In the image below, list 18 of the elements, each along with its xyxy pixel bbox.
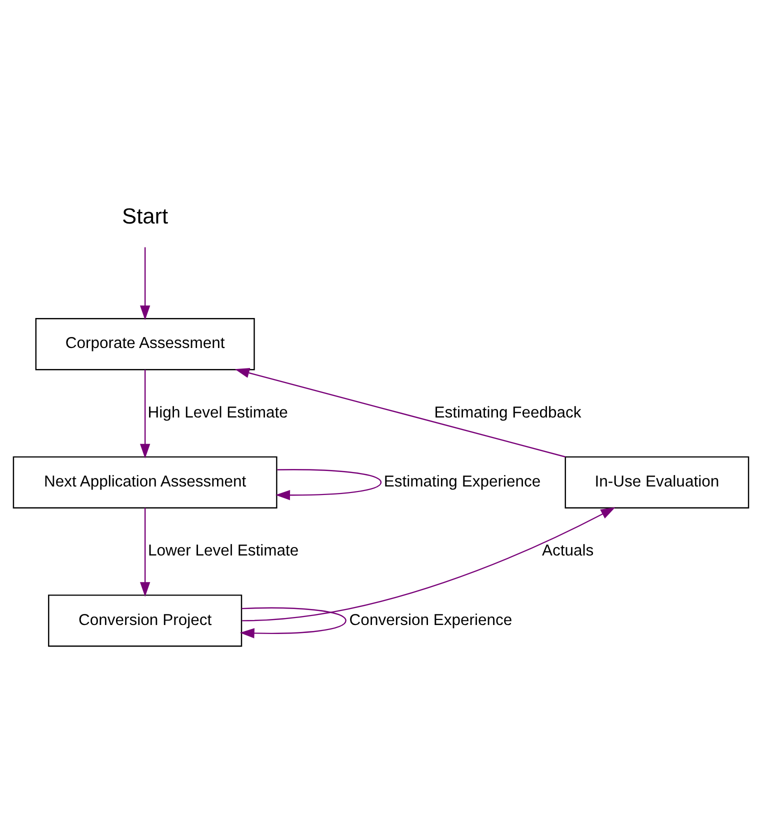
node-box: Conversion Project: [48, 594, 242, 647]
arrow: [140, 508, 150, 597]
edge-label: Lower Level Estimate: [148, 542, 299, 560]
edge-label: Estimating Feedback: [434, 404, 582, 422]
arrow: [275, 469, 382, 500]
arrow: [240, 607, 346, 638]
node-box: In-Use Evaluation: [564, 456, 750, 508]
edge-label: Actuals: [542, 542, 594, 560]
node-box: Next Application Assessment: [12, 456, 278, 508]
arrow: [140, 247, 150, 320]
arrow: [140, 370, 150, 458]
arrow: [242, 507, 616, 622]
edge-label: Estimating Experience: [384, 474, 541, 491]
node-text: Start: [122, 203, 168, 228]
arrow: [234, 368, 566, 458]
edge-label: Conversion Experience: [349, 612, 512, 629]
edge-label: High Level Estimate: [148, 404, 288, 422]
node-box: Corporate Assessment: [35, 318, 255, 370]
